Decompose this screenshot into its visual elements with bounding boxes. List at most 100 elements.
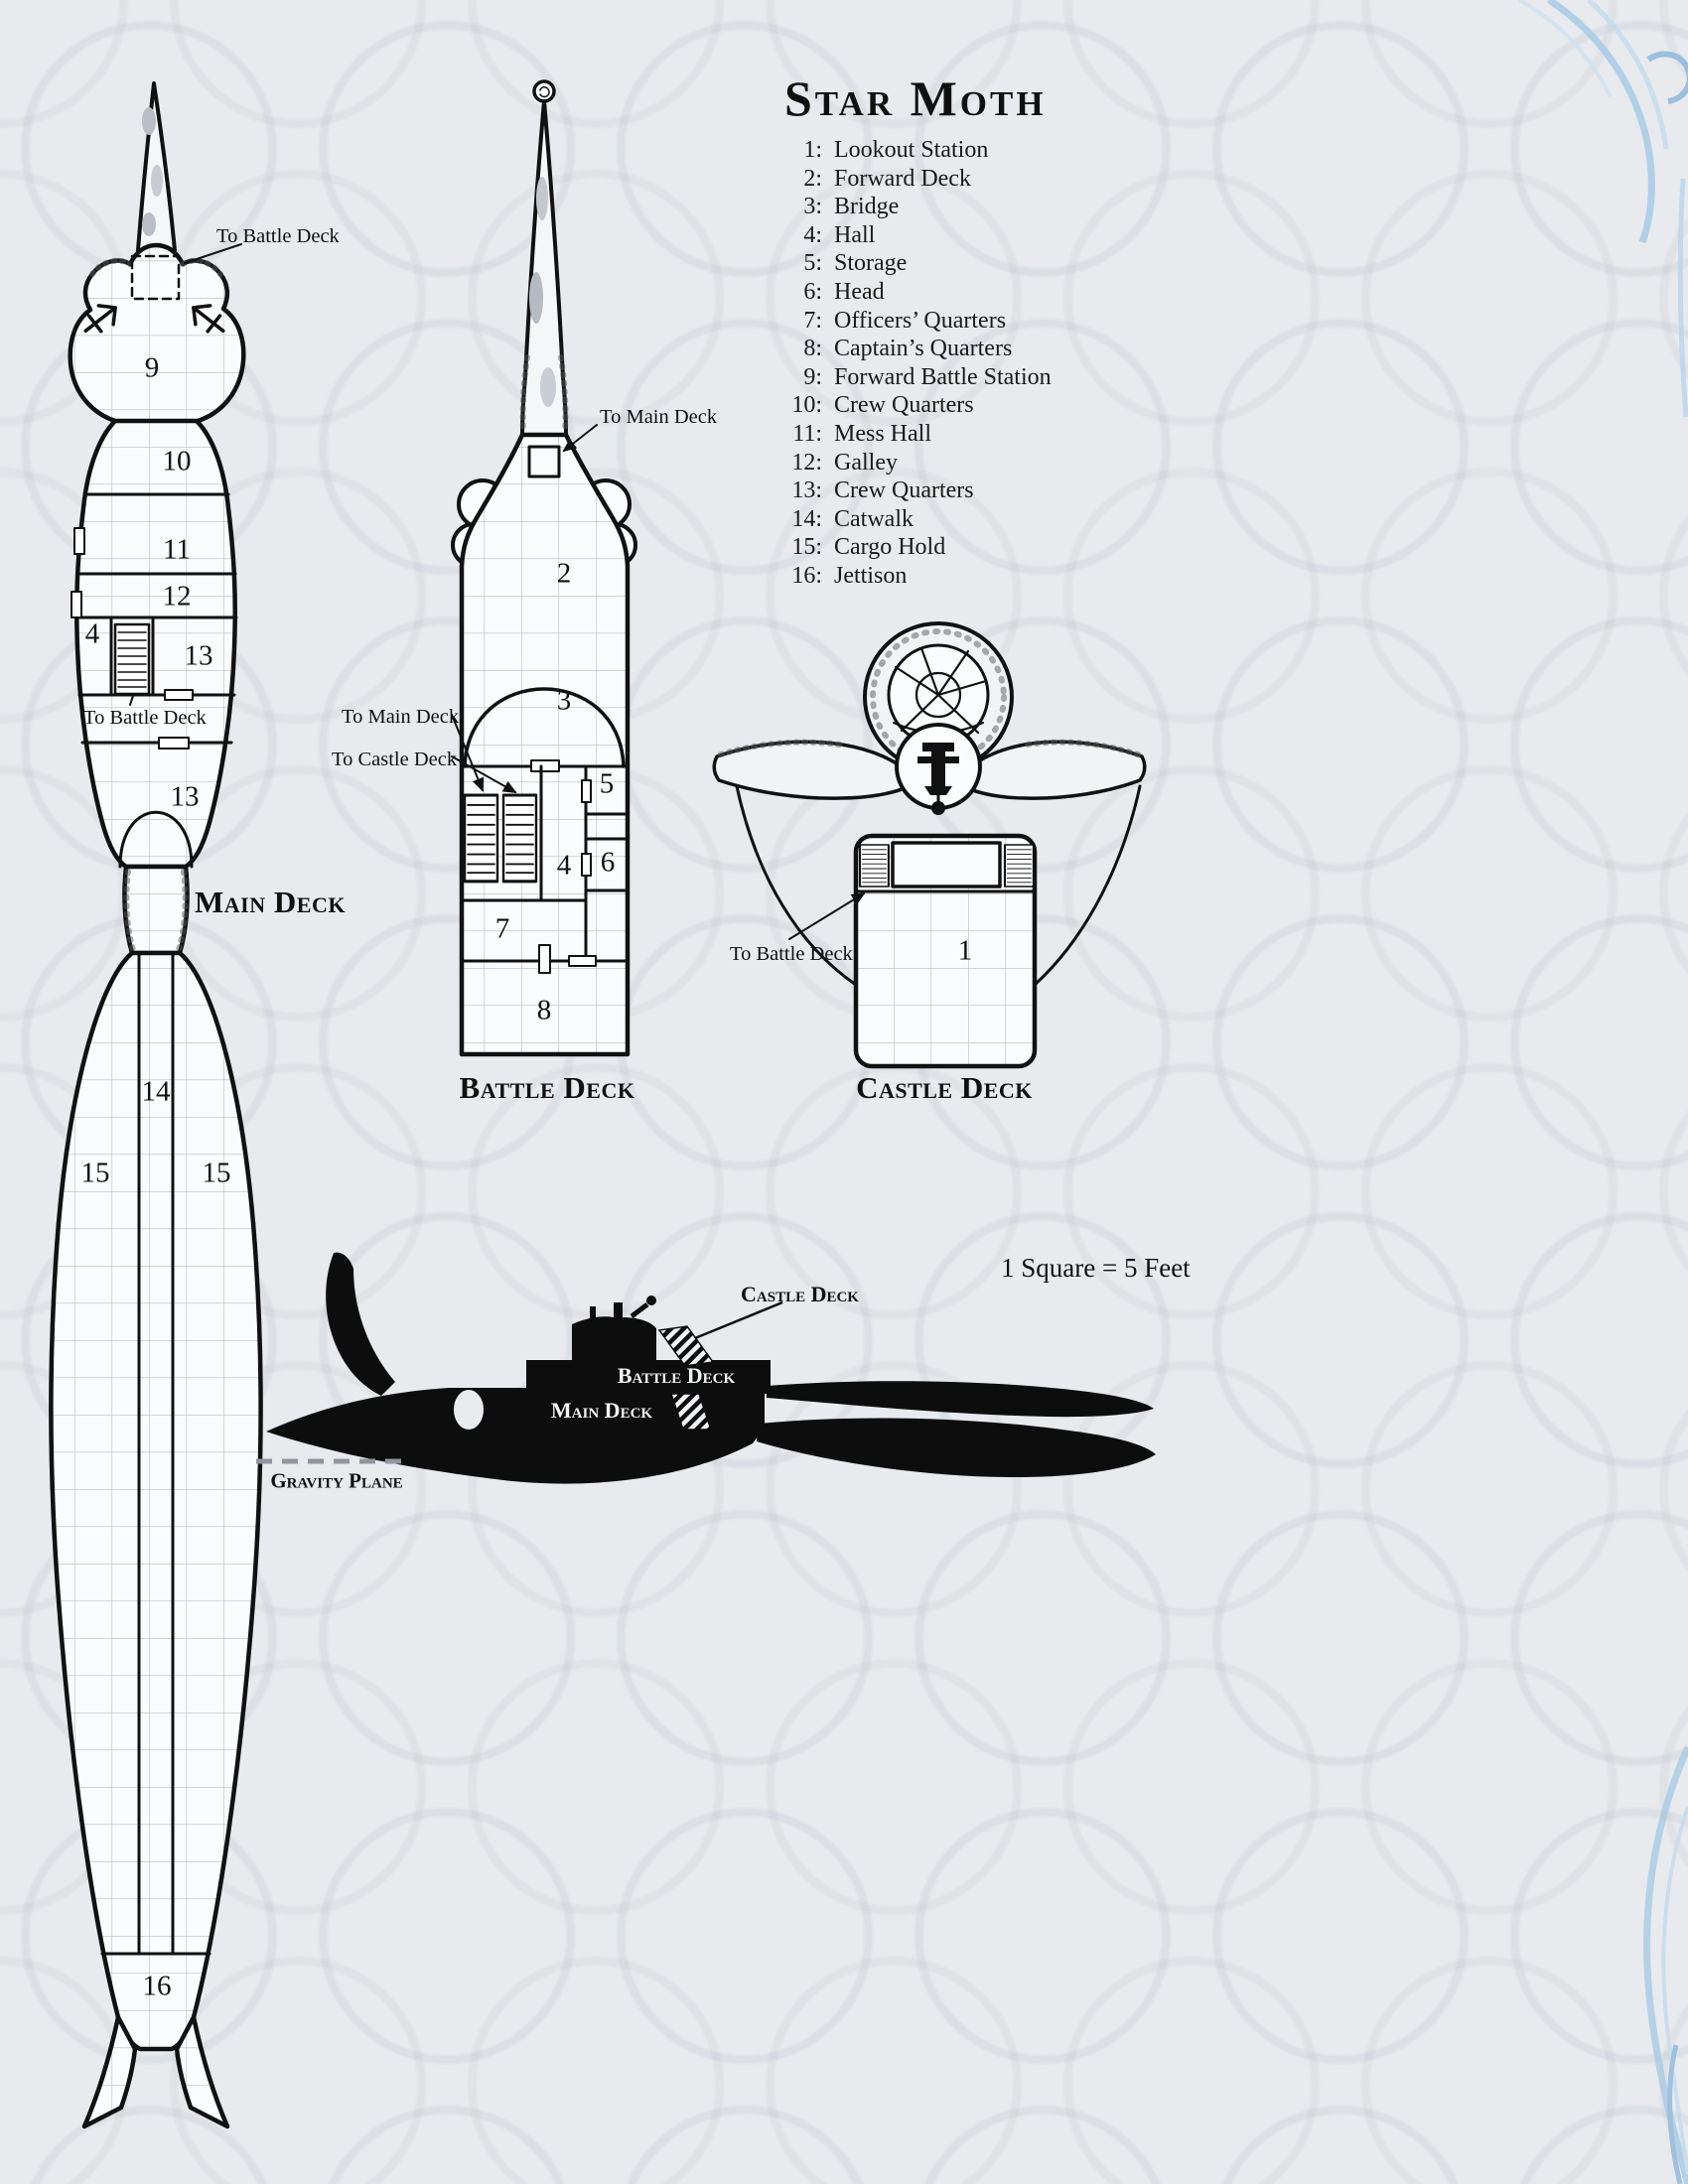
to-castle-deck-label: To Castle Deck <box>332 749 458 770</box>
room-number-7: 7 <box>494 912 510 945</box>
room-number-10: 10 <box>162 445 192 478</box>
legend-item: 6:Head <box>782 278 1052 307</box>
leader-line <box>184 243 242 264</box>
legend-item-number: 8: <box>803 336 822 362</box>
legend-item-label: Head <box>834 278 885 305</box>
door-hatch <box>581 779 592 803</box>
wing-trailing-edge <box>1033 784 1142 987</box>
castle-deck-room <box>853 833 1038 1069</box>
passage-arch <box>118 810 194 869</box>
legend-item: 12:Galley <box>782 449 1052 478</box>
room-number-8: 8 <box>536 994 552 1026</box>
legend-item: 16:Jettison <box>782 562 1052 591</box>
legend-item-number: 11: <box>792 420 822 447</box>
room-number-3: 3 <box>556 684 572 717</box>
to-main-deck-label: To Main Deck <box>342 706 460 728</box>
tail-fin <box>81 2014 138 2129</box>
ladder-icon <box>113 622 151 696</box>
door-hatch <box>538 944 551 974</box>
leader-line <box>694 1300 783 1340</box>
legend-item-label: Galley <box>834 449 898 476</box>
dome-wheel-hub <box>914 671 962 719</box>
mast-finial <box>532 79 556 103</box>
mast-texture <box>536 177 548 220</box>
ballista-icon <box>83 304 117 334</box>
side-view-silhouette <box>256 1252 1156 1484</box>
corner-flourish-top-right <box>1518 0 1688 418</box>
castle-deck-plan <box>712 621 1147 1069</box>
legend-item-label: Officers’ Quarters <box>834 307 1007 334</box>
legend-item-number: 16: <box>791 562 822 589</box>
leader-arrow <box>788 891 866 940</box>
legend-item-number: 14: <box>791 505 822 532</box>
legend-item-label: Lookout Station <box>834 137 989 163</box>
stair-hatch <box>669 1393 713 1431</box>
legend-item: 3:Bridge <box>782 193 1052 221</box>
hull-stipple <box>519 354 569 435</box>
door-hatch <box>73 527 85 555</box>
room-number-13: 13 <box>184 639 213 672</box>
room-number-2: 2 <box>556 557 572 590</box>
hull-stipple <box>718 739 843 757</box>
page-title: Star Moth <box>784 70 1047 126</box>
leader-arrow <box>451 714 485 792</box>
legend-item-label: Forward Deck <box>834 165 971 192</box>
battle-deck-caption: Battle Deck <box>459 1070 635 1105</box>
door-hatch <box>568 955 597 967</box>
legend-item-number: 4: <box>803 221 822 248</box>
side-view-battle-deck-label: Battle Deck <box>617 1363 736 1388</box>
hull-stipple <box>123 869 189 953</box>
hull-stipple <box>1024 739 1141 757</box>
legend-item-number: 7: <box>803 307 822 334</box>
leader-arrow <box>562 424 598 453</box>
door-hatch <box>530 759 560 772</box>
door-hatch <box>70 591 82 618</box>
wing-trailing-edge <box>735 784 858 987</box>
legend-item-label: Storage <box>834 250 908 277</box>
room-number-13: 13 <box>170 780 200 813</box>
legend-item: 5:Storage <box>782 249 1052 278</box>
room-number-9: 9 <box>144 351 160 384</box>
leader-line <box>129 695 134 706</box>
main-deck-hatch-square <box>527 445 561 478</box>
mast-finial-swirl <box>539 86 550 98</box>
legend-item: 10:Crew Quarters <box>782 391 1052 420</box>
dome-wheel-spokes <box>894 646 988 735</box>
mast-texture <box>151 165 163 197</box>
legend-item: 2: Forward Deck <box>782 165 1052 194</box>
porthole <box>452 1388 486 1432</box>
ladder-icon <box>463 793 499 884</box>
legend: 1: Lookout Station 2: Forward Deck 3:Bridg… <box>782 136 1052 591</box>
legend-item-number: 3: <box>803 194 822 220</box>
legend-item-label: Catwalk <box>834 505 914 532</box>
ship-hull-silhouette <box>266 1302 771 1484</box>
room-number-1: 1 <box>957 934 973 967</box>
tail-wing-upper <box>767 1381 1154 1418</box>
tail-wing-lower <box>757 1418 1156 1477</box>
legend-item-number: 2: <box>803 165 822 192</box>
legend-item-label: Crew Quarters <box>834 392 974 419</box>
table <box>891 841 1002 888</box>
legend-item: 14: Catwalk <box>782 505 1052 534</box>
leader-arrow <box>451 755 517 793</box>
room-number-12: 12 <box>162 580 192 613</box>
gravity-plane-label: Gravity Plane <box>270 1468 403 1493</box>
mast-texture <box>540 367 556 407</box>
legend-item-label: Crew Quarters <box>834 478 974 504</box>
room-number-15: 15 <box>80 1157 110 1189</box>
legend-item: 13: Crew Quarters <box>782 477 1052 505</box>
mast-texture <box>529 272 543 324</box>
room-number-14: 14 <box>141 1075 171 1108</box>
ballista-silhouette <box>646 1296 656 1305</box>
room-number-16: 16 <box>142 1970 172 2002</box>
legend-item-number: 13: <box>791 478 822 504</box>
scale-note: 1 Square = 5 Feet <box>1001 1253 1191 1283</box>
room-number-5: 5 <box>599 767 615 800</box>
battle-deck-plan <box>451 79 637 1057</box>
legend-item: 9:Forward Battle Station <box>782 363 1051 392</box>
battle-deck-hatch-dashed <box>130 254 181 301</box>
legend-item-number: 1: <box>803 137 822 163</box>
to-battle-deck-label: To Battle Deck <box>730 943 853 965</box>
mast-texture <box>142 212 156 236</box>
ballista-silhouette <box>630 1302 649 1318</box>
